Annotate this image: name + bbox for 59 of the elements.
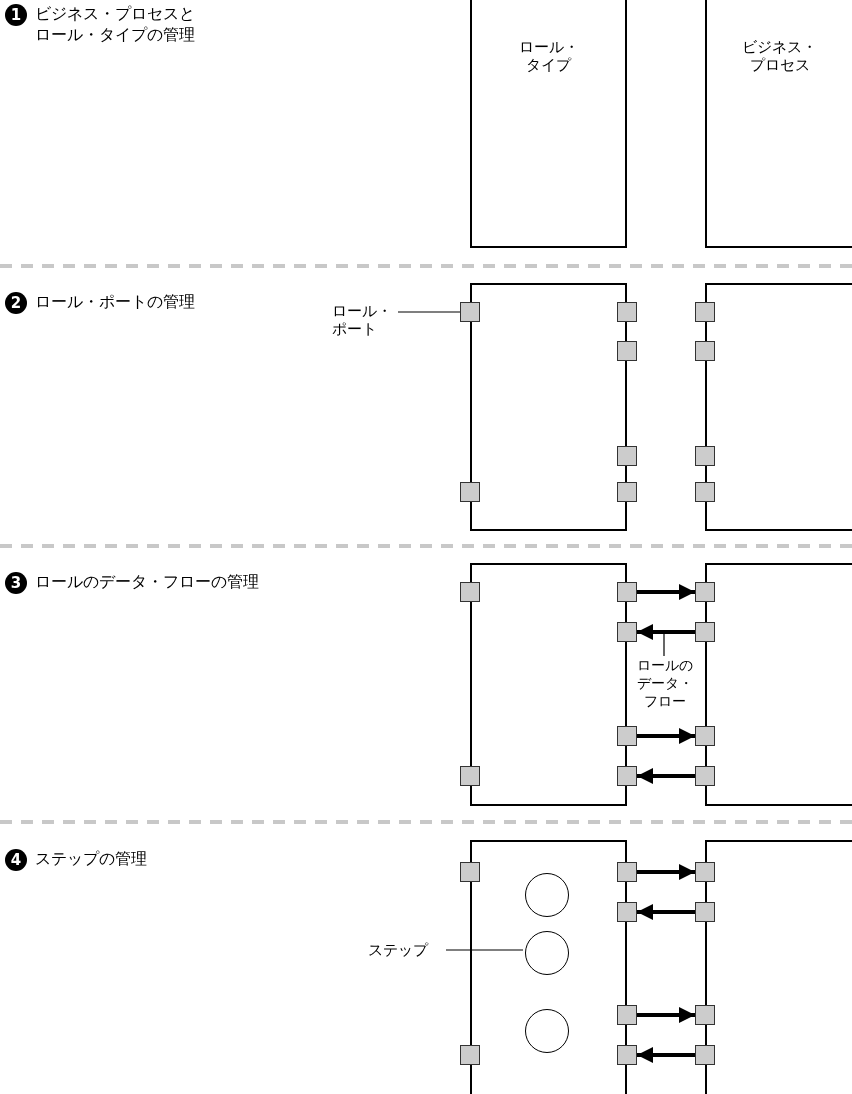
port-square (617, 446, 637, 466)
port-square (617, 902, 637, 922)
arrow (637, 1047, 695, 1063)
port-square (695, 302, 715, 322)
arrow (637, 864, 695, 880)
port-square (617, 482, 637, 502)
port-square (617, 341, 637, 361)
step-circle (525, 873, 569, 917)
callout-label: ロール・ポート (332, 302, 398, 338)
port-square (695, 862, 715, 882)
port-square (695, 1045, 715, 1065)
lane-title: ビジネス・プロセス (741, 38, 818, 74)
port-square (460, 862, 480, 882)
step-circle (525, 931, 569, 975)
port-square (617, 1045, 637, 1065)
port-square (617, 726, 637, 746)
step-number: 3 (5, 572, 27, 594)
step-number: 2 (5, 292, 27, 314)
port-square (695, 766, 715, 786)
step-heading: ビジネス・プロセスとロール・タイプの管理 (35, 3, 196, 45)
arrow (637, 1007, 695, 1023)
port-square (695, 902, 715, 922)
port-square (695, 582, 715, 602)
leader-line (445, 949, 524, 951)
lane-title: ロール・タイプ (517, 38, 580, 74)
step-heading: ロール・ポートの管理 (35, 291, 195, 312)
leader-line (663, 633, 665, 657)
port-square (617, 622, 637, 642)
callout-label: ステップ (368, 941, 446, 959)
step-heading: ステップの管理 (35, 848, 147, 869)
port-square (460, 1045, 480, 1065)
port-square (695, 622, 715, 642)
arrow (637, 768, 695, 784)
port-square (695, 482, 715, 502)
arrow (637, 584, 695, 600)
port-square (695, 446, 715, 466)
port-square (617, 862, 637, 882)
lane-box (705, 0, 852, 248)
callout-label: ロールのデータ・フロー (632, 656, 698, 710)
leader-line (397, 311, 461, 313)
arrow (637, 728, 695, 744)
step-number: 1 (5, 4, 27, 26)
step-circle (525, 1009, 569, 1053)
arrow (637, 624, 695, 640)
port-square (617, 766, 637, 786)
port-square (617, 302, 637, 322)
port-square (460, 582, 480, 602)
port-square (460, 482, 480, 502)
lane-box (470, 0, 627, 248)
arrow (637, 904, 695, 920)
port-square (695, 726, 715, 746)
step-heading: ロールのデータ・フローの管理 (35, 571, 259, 592)
port-square (695, 1005, 715, 1025)
port-square (460, 766, 480, 786)
port-square (695, 341, 715, 361)
port-square (460, 302, 480, 322)
port-square (617, 1005, 637, 1025)
step-number: 4 (5, 849, 27, 871)
port-square (617, 582, 637, 602)
